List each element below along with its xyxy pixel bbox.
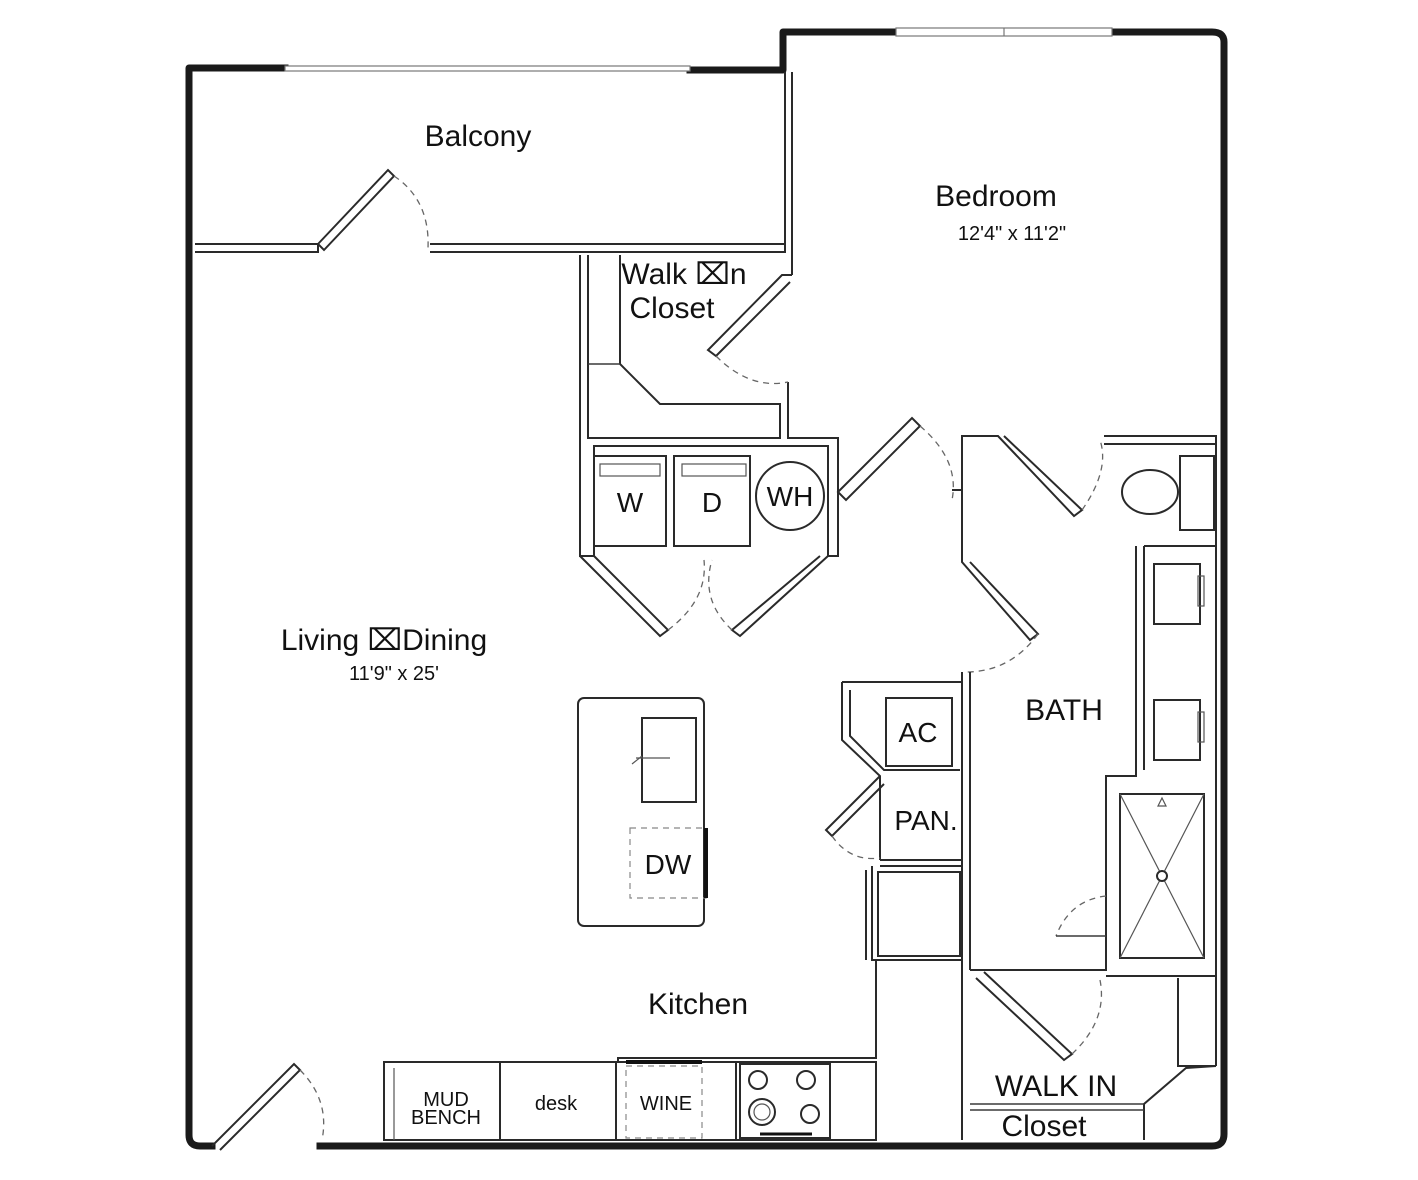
- washer: [593, 455, 667, 547]
- desk-label: desk: [535, 1093, 578, 1115]
- water-heater: [755, 461, 825, 531]
- interior-walls: [195, 72, 1217, 1151]
- bedroom-label: Bedroom: [935, 180, 1057, 213]
- windows: [284, 27, 1113, 72]
- living-dining-dimensions: 11'9" x 25': [349, 663, 439, 685]
- walk-in-closet-upper-line2: Closet: [629, 292, 715, 325]
- bath-label: BATH: [1025, 694, 1103, 727]
- dryer: [673, 455, 751, 547]
- toilet-bowl: [1121, 469, 1179, 515]
- mud-bench-label-line1: MUD: [423, 1089, 469, 1111]
- ac-label: AC: [899, 717, 938, 748]
- bedroom-dimensions: 12'4" x 11'2": [958, 223, 1066, 245]
- sink-1: [1153, 563, 1201, 625]
- appliance-labels: W D WH AC PAN. DW MUD BENCH desk WINE: [411, 481, 958, 1129]
- walk-in-closet-lower-line1: WALK IN: [995, 1070, 1117, 1103]
- kitchen-label: Kitchen: [648, 988, 748, 1021]
- laundry-appliances: [593, 455, 825, 547]
- living-dining-label: Living ⌧Dining: [281, 624, 487, 657]
- exterior-walls: [185, 28, 1228, 1150]
- walk-in-closet-upper-line1: Walk ⌧n: [621, 258, 746, 291]
- pantry-label: PAN.: [894, 805, 957, 836]
- dishwasher-label: DW: [645, 849, 692, 880]
- kitchen-island: [577, 697, 708, 927]
- washer-label: W: [617, 487, 644, 518]
- mud-bench-label-line2: BENCH: [411, 1107, 481, 1129]
- room-labels: Balcony Bedroom 12'4" x 11'2" Walk ⌧n Cl…: [281, 120, 1117, 1143]
- ac-unit: [885, 697, 953, 767]
- sink-2: [1153, 699, 1201, 761]
- bath-fixtures: [1119, 455, 1215, 959]
- water-heater-label: WH: [767, 481, 814, 512]
- walk-in-closet-lower-line2: Closet: [1001, 1110, 1087, 1143]
- toilet-tank: [1179, 455, 1215, 531]
- wine-label: WINE: [640, 1093, 692, 1115]
- island-sink: [641, 717, 697, 803]
- balcony-label: Balcony: [425, 120, 532, 153]
- kitchen-counter: [383, 1060, 877, 1141]
- balcony-window: [284, 65, 691, 72]
- dryer-label: D: [702, 487, 722, 518]
- wine-fridge: [625, 1065, 703, 1139]
